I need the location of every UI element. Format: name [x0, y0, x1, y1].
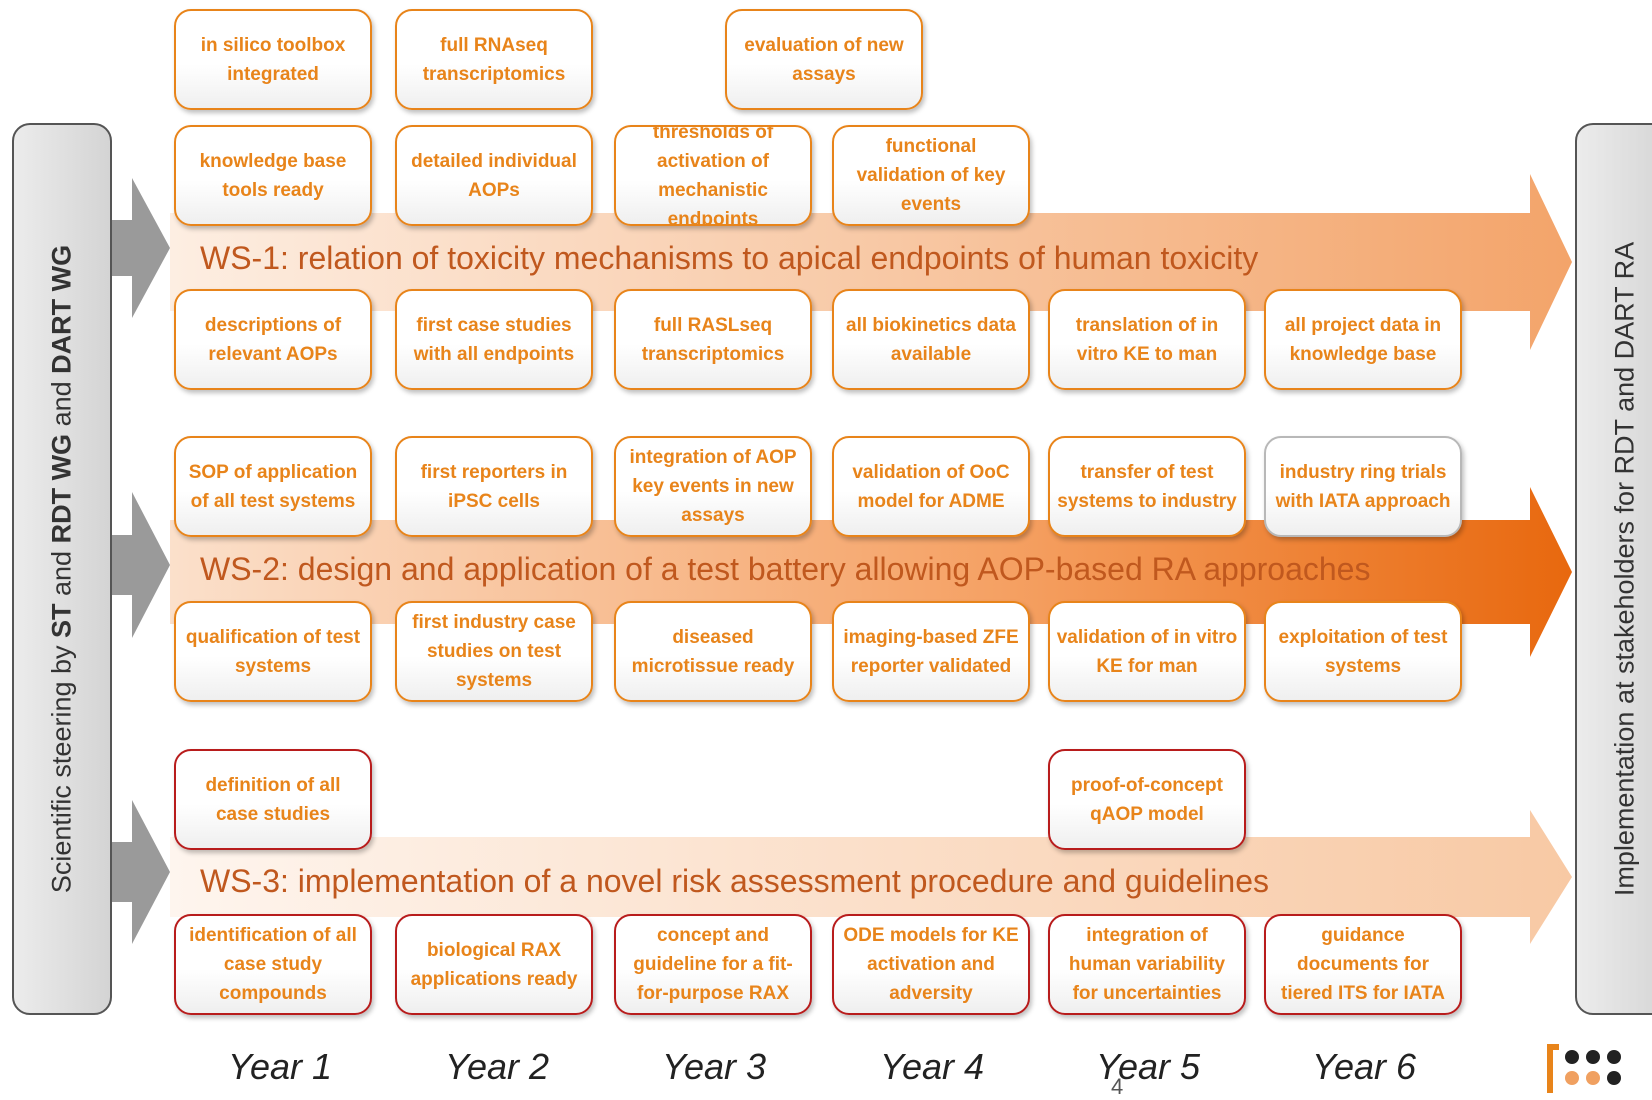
milestone-box: SOP of application of all test systems	[174, 436, 372, 537]
milestone-box: integration of human variability for unc…	[1048, 914, 1246, 1015]
milestone-box: full RNAseq transcriptomics	[395, 9, 593, 110]
steering-arrow-3	[110, 800, 170, 944]
milestone-box: full RASLseq transcriptomics	[614, 289, 812, 390]
year-label: Year 6	[1311, 1046, 1417, 1087]
milestone-box: concept and guideline for a fit-for-purp…	[614, 914, 812, 1015]
year-label: Year 5	[1095, 1046, 1201, 1087]
steering-arrow-2	[110, 492, 170, 638]
year-label: Year 2	[444, 1046, 550, 1087]
milestone-box: diseased microtissue ready	[614, 601, 812, 702]
milestone-box: validation of in vitro KE for man	[1048, 601, 1246, 702]
milestone-box: functional validation of key events	[832, 125, 1030, 226]
milestone-box: imaging-based ZFE reporter validated	[832, 601, 1030, 702]
milestone-box: exploitation of test systems	[1264, 601, 1462, 702]
ws3-label: WS-3: implementation of a novel risk ass…	[200, 863, 1269, 899]
scientific-steering-panel: Scientific steering by ST and RDT WG and…	[12, 123, 112, 1015]
implementation-label: Implementation at stakeholders for RDT a…	[1609, 241, 1640, 897]
milestone-box: definition of all case studies	[174, 749, 372, 850]
milestone-box: ODE models for KE activation and adversi…	[832, 914, 1030, 1015]
milestone-box: transfer of test systems to industry	[1048, 436, 1246, 537]
milestone-box: first reporters in iPSC cells	[395, 436, 593, 537]
milestone-box: validation of OoC model for ADME	[832, 436, 1030, 537]
milestone-box: all biokinetics data available	[832, 289, 1030, 390]
dot-grid-logo-icon	[1547, 1044, 1621, 1093]
steering-label: Scientific steering by	[46, 637, 77, 894]
year-label: Year 4	[879, 1046, 985, 1087]
milestone-box: evaluation of new assays	[725, 9, 923, 110]
milestone-box: proof-of-concept qAOP model	[1048, 749, 1246, 850]
milestone-box: identification of all case study compoun…	[174, 914, 372, 1015]
ws1-label: WS-1: relation of toxicity mechanisms to…	[200, 240, 1259, 276]
year-label: Year 1	[227, 1046, 333, 1087]
page-number: 4	[1111, 1074, 1124, 1099]
year-label: Year 3	[661, 1046, 767, 1087]
milestone-box: knowledge base tools ready	[174, 125, 372, 226]
milestone-box: detailed individual AOPs	[395, 125, 593, 226]
milestone-box: qualification of test systems	[174, 601, 372, 702]
milestone-box: all project data in knowledge base	[1264, 289, 1462, 390]
milestone-box: in silico toolbox integrated	[174, 9, 372, 110]
steering-dart-wg: DART WG	[46, 244, 77, 374]
steering-and-2: and	[46, 373, 77, 434]
milestone-box: first industry case studies on test syst…	[395, 601, 593, 702]
ws2-label: WS-2: design and application of a test b…	[200, 551, 1371, 587]
steering-st: ST	[46, 603, 77, 638]
steering-and-1: and	[46, 543, 77, 604]
milestone-box: thresholds of activation of mechanistic …	[614, 125, 812, 226]
milestone-box: industry ring trials with IATA approach	[1264, 436, 1462, 537]
milestone-box: guidance documents for tiered ITS for IA…	[1264, 914, 1462, 1015]
milestone-box: descriptions of relevant AOPs	[174, 289, 372, 390]
steering-rdt-wg: RDT WG	[46, 433, 77, 544]
milestone-box: translation of in vitro KE to man	[1048, 289, 1246, 390]
milestone-box: integration of AOP key events in new ass…	[614, 436, 812, 537]
steering-arrow-1	[110, 178, 170, 318]
milestone-box: biological RAX applications ready	[395, 914, 593, 1015]
milestone-box: first case studies with all endpoints	[395, 289, 593, 390]
implementation-panel: Implementation at stakeholders for RDT a…	[1575, 123, 1652, 1015]
